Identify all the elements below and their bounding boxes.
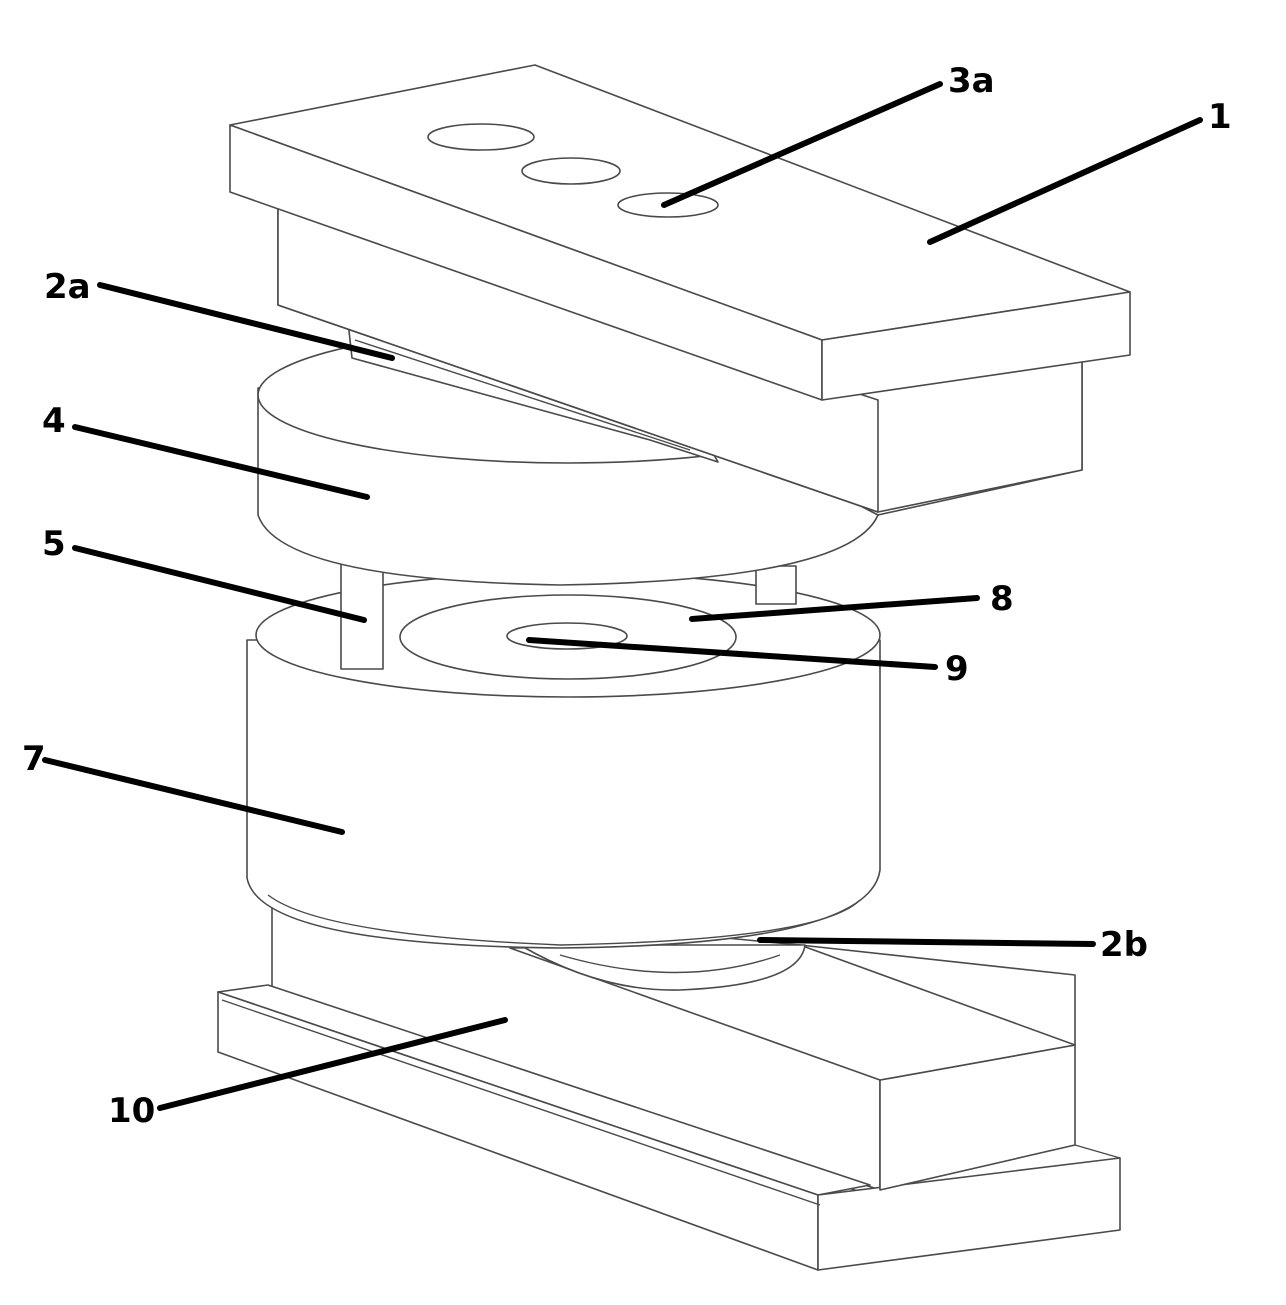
leader-10	[157, 1017, 508, 1111]
label-9: 9	[945, 649, 969, 689]
label-3a: 3a	[948, 61, 995, 101]
bottom-base-plate	[217, 894, 1121, 1271]
leader-9	[526, 637, 938, 670]
leader-7	[42, 757, 345, 835]
label-10: 10	[108, 1091, 155, 1131]
mounting-hole	[427, 123, 535, 151]
leader-3a	[661, 81, 943, 208]
label-1: 1	[1208, 97, 1232, 137]
label-2b: 2b	[1100, 925, 1148, 965]
leader-2b	[757, 937, 1096, 947]
centering-disc	[399, 594, 737, 680]
top-plate	[229, 64, 1131, 516]
reference-labels: 3a 1 2a 4 5 8 9 7 2b 10	[22, 61, 1232, 1131]
label-4: 4	[42, 401, 66, 441]
leader-lines	[42, 81, 1203, 1111]
spring-element-2b	[519, 944, 806, 991]
leader-8	[689, 595, 980, 622]
mounting-hole	[521, 157, 621, 185]
label-7: 7	[22, 739, 46, 779]
leader-4	[72, 424, 370, 500]
label-2a: 2a	[44, 267, 91, 307]
leader-1	[927, 117, 1203, 245]
label-8: 8	[990, 579, 1014, 619]
guide-pin-right	[755, 565, 797, 605]
label-5: 5	[42, 524, 66, 564]
leader-5	[72, 545, 367, 623]
leader-2a	[97, 282, 395, 361]
